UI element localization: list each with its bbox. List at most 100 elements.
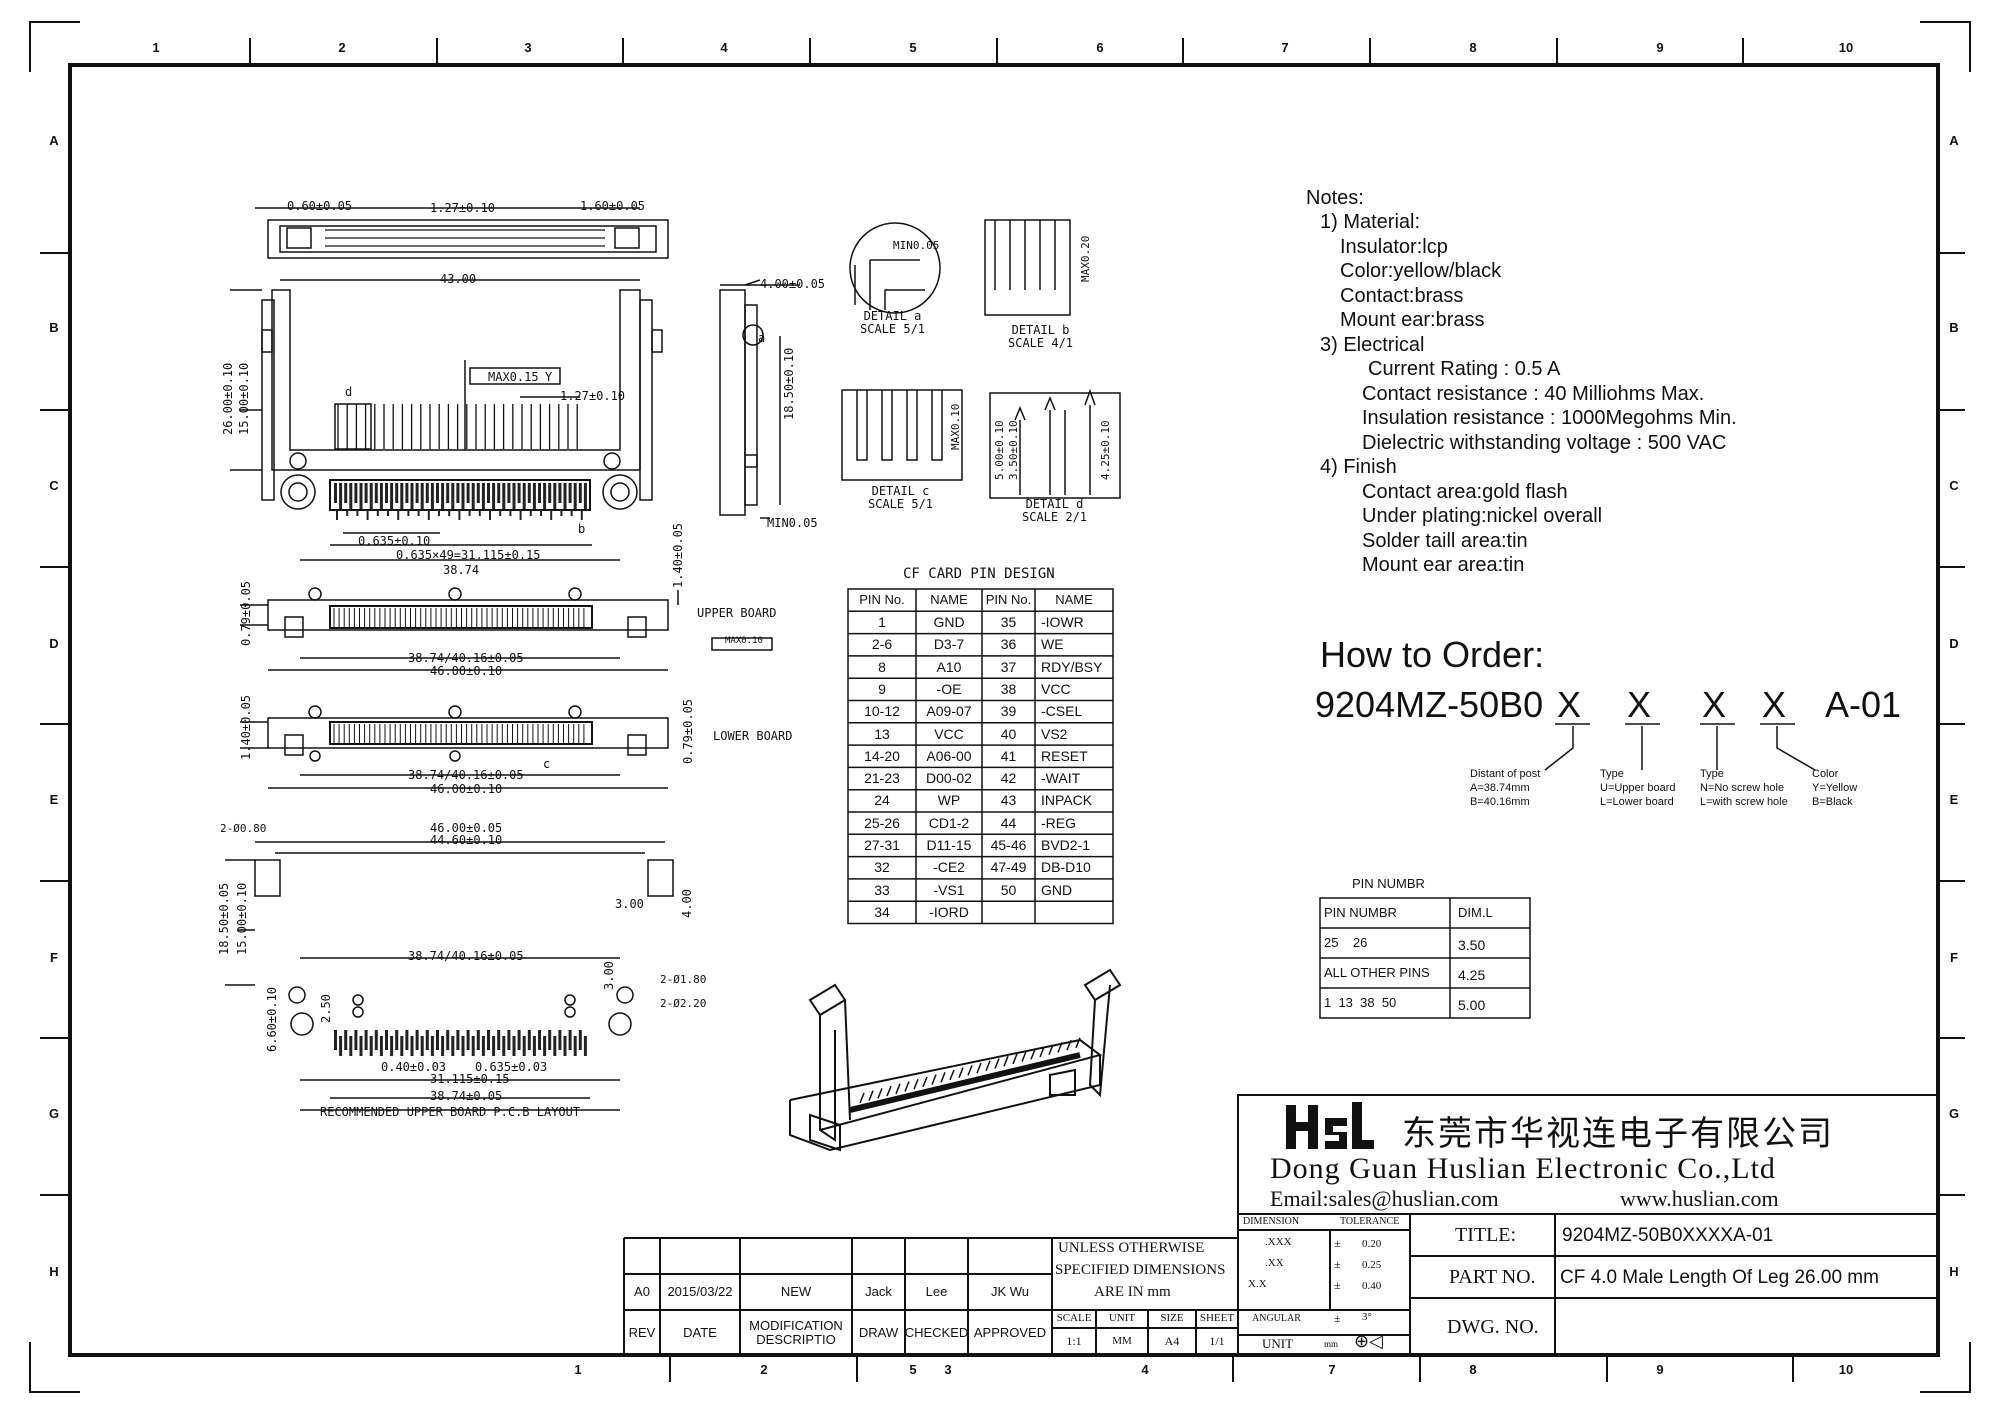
cf-pin-table-pin-name: -WAIT: [1041, 770, 1081, 787]
cf-pin-table-pin-name: RESET: [1041, 747, 1088, 764]
projection-symbol-icon: ⊕◁: [1354, 1331, 1383, 1351]
tolerance-value: 0.20: [1362, 1238, 1382, 1250]
dim-top-pitch-a: 0.60±0.05: [287, 199, 353, 213]
note-line: Insulation resistance : 1000Megohms Min.: [1362, 407, 1737, 429]
tolerance-pm: ±: [1334, 1311, 1341, 1325]
pcb-layout-title: RECOMMENDED UPPER BOARD P.C.B LAYOUT: [320, 1105, 581, 1119]
zone-row-f-left: F: [50, 950, 58, 965]
cf-pin-table-pin-name: CD1-2: [928, 814, 970, 831]
pin-number-header-diml: DIM.L: [1458, 905, 1493, 920]
zone-row-d-right: D: [1949, 636, 1959, 651]
dim-pcb-46: 46.00±0.05: [430, 821, 503, 835]
dim-side-1850: 18.50±0.10: [782, 347, 796, 420]
zone-row-d-left: D: [49, 636, 59, 651]
zone-col-2: 2: [338, 40, 346, 55]
zone-col-bottom-1: 1: [574, 1362, 582, 1377]
dim-pcb-hole-080: 2-Ø0.80: [220, 822, 267, 835]
cf-pin-table-header: NAME: [930, 592, 968, 608]
revision-header-modification: MODIFICATION DESCRIPTIO: [749, 1317, 843, 1347]
detail-c-dim: MAX0.10: [949, 403, 962, 450]
detail-d-dim-350: 3.50±0.10: [1007, 420, 1020, 480]
cf-pin-table-pin-name: D11-15: [926, 837, 972, 854]
cf-pin-table-pin-name: INPACK: [1041, 792, 1093, 809]
cf-pin-table-pin-name: RDY/BSY: [1041, 658, 1103, 675]
note-line: Insulator:lcp: [1340, 236, 1448, 258]
cf-pin-table-pin-no: 14-20: [864, 747, 900, 764]
lower-board-view: [240, 705, 669, 789]
zone-col-4: 4: [720, 40, 728, 55]
unit-value-cell: MM: [1112, 1334, 1132, 1347]
corner-marks: [29, 21, 1971, 1393]
dim-upper-079: 0.79±0.05: [239, 580, 253, 646]
tolerance-value: 0.40: [1362, 1280, 1382, 1292]
front-view: [230, 279, 663, 561]
dim-width-43: 43.00: [440, 272, 477, 286]
title-block-frame: [623, 1094, 1939, 1356]
zone-row-f-right: F: [1950, 950, 1958, 965]
cf-pin-table-pin-no: 8: [878, 658, 886, 675]
dim-top-pitch-c: 1.60±0.05: [580, 199, 646, 213]
cf-pin-table-pin-no: 32: [874, 859, 890, 876]
dim-pcb-3874: 38.74±0.05: [430, 1089, 503, 1103]
zone-row-a-left: A: [49, 133, 59, 148]
sheet-value: 1/1: [1209, 1334, 1225, 1349]
dim-height-26: 26.00±0.10: [221, 362, 235, 435]
cf-pin-table-pin-name: DB-D10: [1041, 859, 1091, 876]
zone-row-e-right: E: [1949, 792, 1959, 807]
scale-header: SCALE: [1056, 1312, 1092, 1325]
note-line: Mount ear:brass: [1340, 309, 1485, 331]
unless-note-3: ARE IN mm: [1094, 1284, 1171, 1300]
cf-pin-table-pin-no: 47-49: [990, 859, 1027, 876]
dim-upper-flatness: MAX0.10: [725, 636, 763, 646]
sheet-header: SHEET: [1199, 1312, 1235, 1325]
zone-ticks: [40, 38, 1965, 1382]
tolerance-dimension-header: DIMENSION: [1243, 1216, 1300, 1227]
order-code-x2: X: [1627, 684, 1652, 725]
cf-pin-table-pin-name: [1035, 901, 1113, 923]
label-detail-d-marker: d: [345, 385, 353, 399]
revision-header-rev: REV: [628, 1324, 656, 1340]
order-code-x3: X: [1702, 684, 1727, 725]
dim-pcb-250: 2.50: [319, 994, 333, 1023]
cf-pin-table-pin-no: 45-46: [990, 837, 1027, 854]
cf-pin-table-pin-no: 41: [1000, 747, 1017, 764]
order-code-suffix: A-01: [1825, 684, 1902, 725]
zone-col-6: 6: [1096, 40, 1104, 55]
tolerance-pm: ±: [1334, 1257, 1341, 1271]
order-code-leaders: [1544, 723, 1816, 771]
lower-board-pins: [333, 724, 585, 743]
cf-pin-table-pin-no: 38: [1000, 680, 1017, 697]
company-name-en: Dong Guan Huslian Electronic Co.,Ltd: [1270, 1152, 1776, 1185]
cf-pin-table-pin-no: 39: [1000, 703, 1017, 720]
dim-lower-width: 38.74/40.16±0.05: [408, 768, 524, 782]
unless-note-2: SPECIFIED DIMENSIONS: [1055, 1262, 1226, 1278]
dim-side-400: 4.00±0.05: [760, 277, 826, 291]
zone-row-b-right: B: [1949, 320, 1959, 335]
zone-col-bottom-2: 2: [760, 1362, 768, 1377]
order-heading: How to Order:: [1320, 634, 1545, 675]
dim-pcb-1500: 15.00±0.10: [235, 882, 249, 955]
dim-pcb-hole-220: 2-Ø2.20: [660, 997, 707, 1010]
dim-height-15: 15.00±0.10: [237, 362, 251, 435]
cf-pin-table-pin-name: -IORD: [929, 903, 969, 920]
cf-pin-table-pin-name: -REG: [1041, 814, 1076, 831]
dim-pitch-127: 1.27±0.10: [560, 389, 626, 403]
note-line: Under plating:nickel overall: [1362, 505, 1603, 527]
detail-d-dim-425: 4.25±0.10: [1099, 420, 1112, 480]
cf-pin-table-pin-name: VCC: [1041, 680, 1071, 697]
zone-col-1: 1: [152, 40, 160, 55]
dim-lower-46: 46.00±0.10: [430, 782, 503, 796]
cf-pin-table-pin-name: -VS1: [933, 881, 965, 898]
label-upper-board: UPPER BOARD: [697, 606, 777, 620]
cf-pin-table-pin-no: 44: [1000, 814, 1017, 831]
detail-views: [841, 219, 1121, 499]
dim-pcb-hole-180: 2-Ø1.80: [660, 973, 707, 986]
part-number-label: PART NO.: [1449, 1266, 1536, 1288]
pin-number-row-pins: 1 13 38 50: [1324, 995, 1397, 1010]
dim-pcb-300: 3.00: [615, 897, 644, 911]
order-code-x4: X: [1762, 684, 1787, 725]
front-view-solder-tails: [334, 483, 587, 520]
cf-pin-table-pin-no: 24: [874, 792, 890, 809]
